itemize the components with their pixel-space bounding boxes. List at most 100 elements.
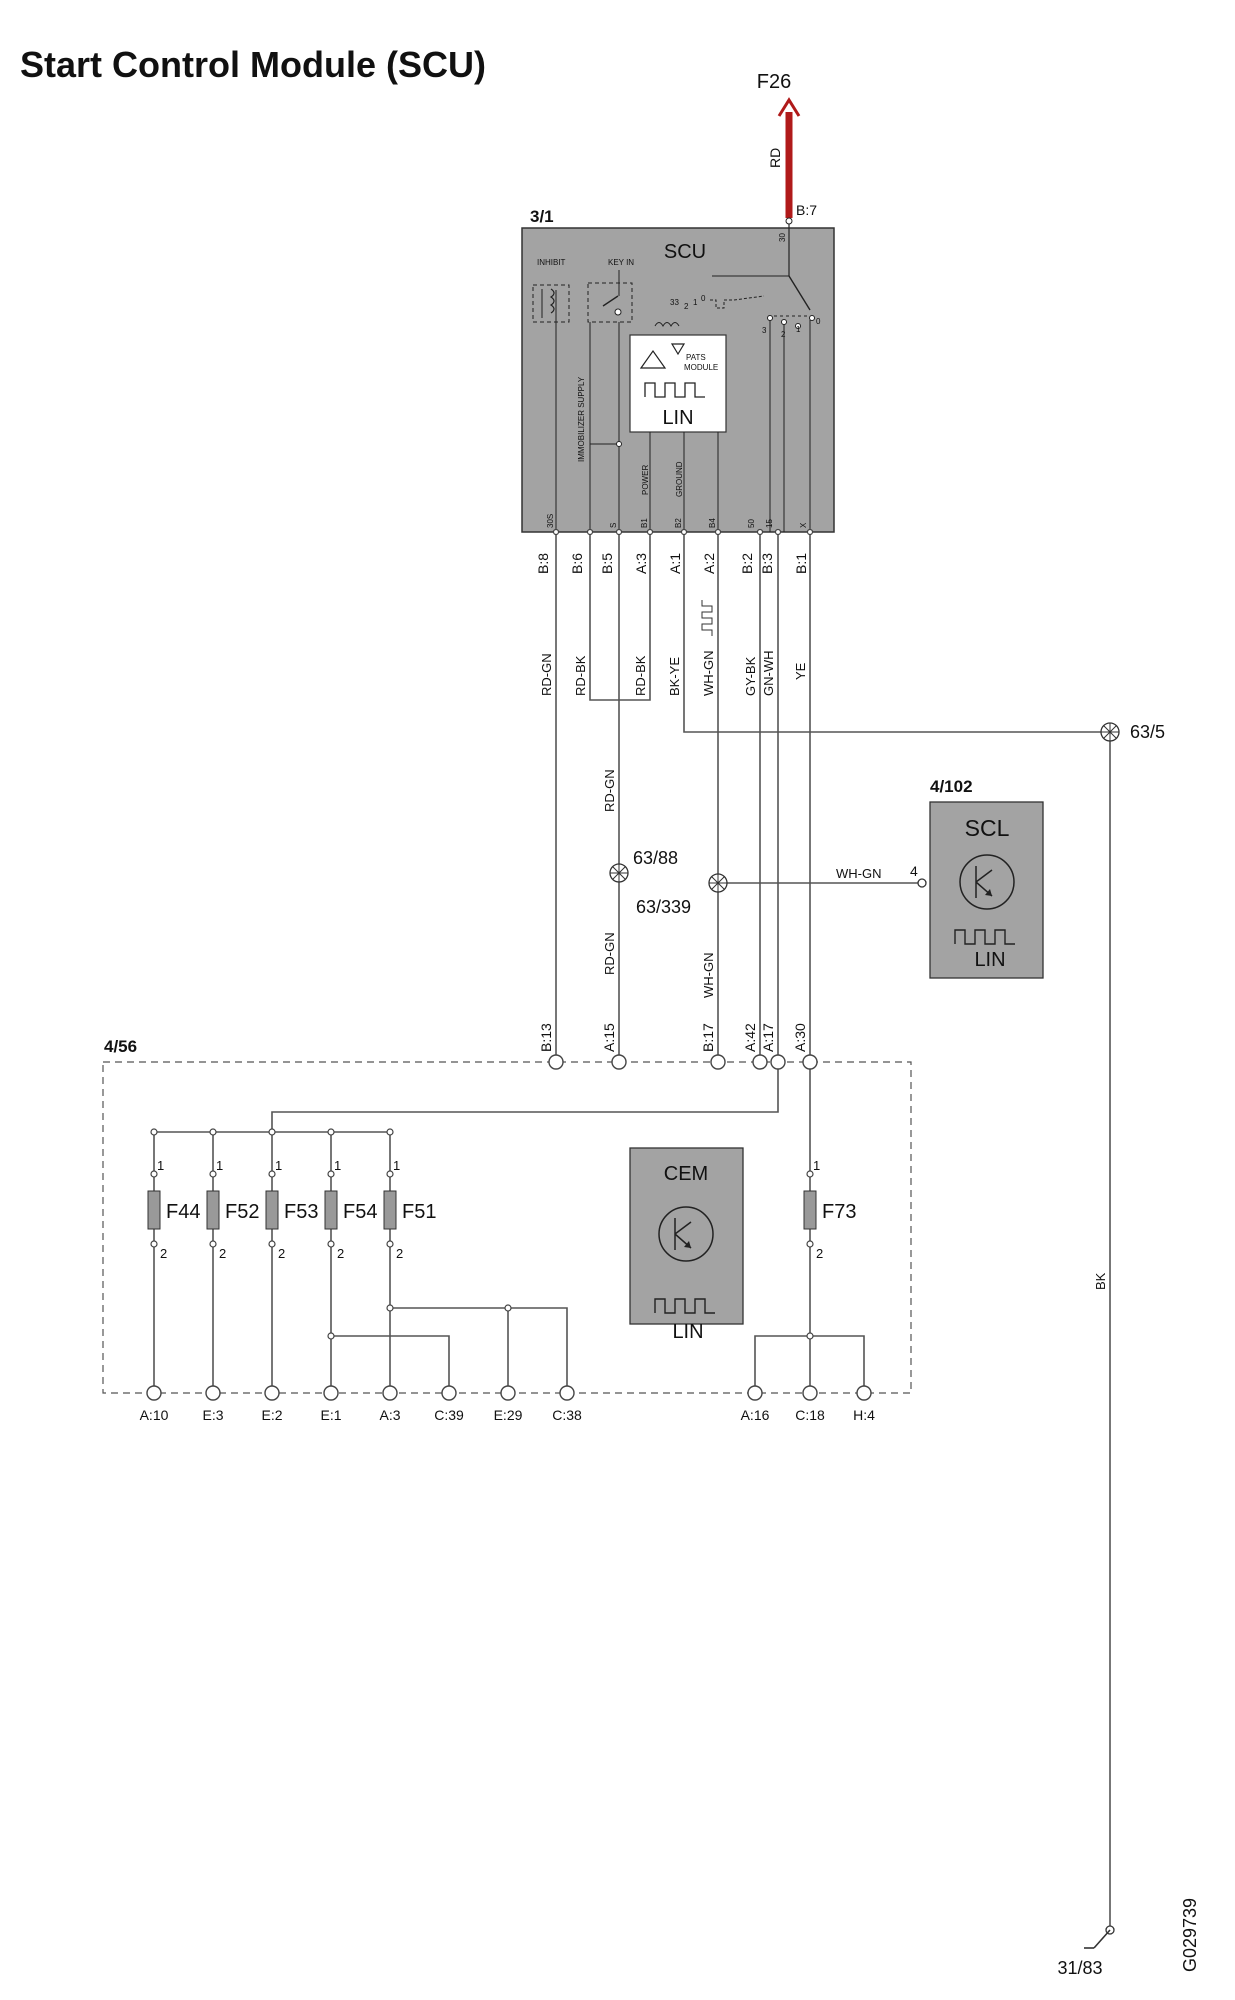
lin-signal-icon xyxy=(701,600,713,636)
svg-text:2: 2 xyxy=(816,1246,823,1261)
triangle-up-icon xyxy=(639,349,667,369)
relay-coil-icon xyxy=(549,288,555,314)
svg-text:C:39: C:39 xyxy=(434,1407,464,1423)
svg-text:A:15: A:15 xyxy=(601,1023,617,1052)
svg-text:F54: F54 xyxy=(343,1201,377,1223)
splice-63-339: 63/339 xyxy=(636,873,728,917)
svg-text:F53: F53 xyxy=(284,1201,318,1223)
svg-text:B:8: B:8 xyxy=(535,553,551,574)
svg-text:30: 30 xyxy=(778,233,787,242)
svg-text:B4: B4 xyxy=(708,518,717,528)
svg-text:1: 1 xyxy=(334,1158,341,1173)
svg-text:0: 0 xyxy=(816,317,821,326)
svg-text:A:17: A:17 xyxy=(760,1023,776,1052)
svg-text:2: 2 xyxy=(396,1246,403,1261)
cem-terminals xyxy=(146,1054,872,1401)
svg-text:A:30: A:30 xyxy=(792,1023,808,1052)
svg-text:B:1: B:1 xyxy=(793,553,809,574)
pats-module-label: MODULE xyxy=(684,363,718,372)
key-in-switch xyxy=(587,282,633,323)
splices: 63/5 63/88 63/339 xyxy=(609,722,1165,917)
svg-text:A:3: A:3 xyxy=(633,553,649,574)
scl-module: 4/102 SCL LIN 4 xyxy=(910,777,1044,979)
svg-text:F52: F52 xyxy=(225,1201,259,1223)
svg-text:E:3: E:3 xyxy=(202,1407,223,1423)
power-switch-icon xyxy=(788,275,811,311)
inhibit-relay xyxy=(532,284,570,323)
power-label: POWER xyxy=(641,465,650,495)
scu-terminals xyxy=(552,528,814,536)
scu-name: SCU xyxy=(664,241,706,263)
svg-text:A:10: A:10 xyxy=(140,1407,169,1423)
triangle-down-icon xyxy=(670,343,686,356)
scl-name: SCL xyxy=(965,815,1010,841)
svg-text:0: 0 xyxy=(701,294,706,303)
svg-text:63/88: 63/88 xyxy=(633,848,678,868)
pats-lin-label: LIN xyxy=(662,407,693,429)
scu-keyin-label: KEY IN xyxy=(608,258,634,267)
lin-signal-icon xyxy=(954,929,1015,945)
transistor-icon xyxy=(959,854,1015,910)
svg-text:1: 1 xyxy=(275,1158,282,1173)
svg-text:B:2: B:2 xyxy=(739,553,755,574)
svg-text:3: 3 xyxy=(762,326,767,335)
f26-wire-color: RD xyxy=(767,148,783,168)
svg-text:C:38: C:38 xyxy=(552,1407,582,1423)
svg-text:50: 50 xyxy=(747,519,756,528)
svg-text:30S: 30S xyxy=(546,514,555,528)
svg-text:YE: YE xyxy=(793,662,808,680)
svg-text:WH-GN: WH-GN xyxy=(701,651,716,697)
scu-inhibit-label: INHIBIT xyxy=(537,258,566,267)
wires xyxy=(555,532,1111,1930)
fuse-f73: F73 1 2 xyxy=(803,1158,856,1261)
svg-text:GY-BK: GY-BK xyxy=(743,656,758,696)
svg-text:63/339: 63/339 xyxy=(636,897,691,917)
scl-lin-label: LIN xyxy=(974,949,1005,971)
svg-text:1: 1 xyxy=(693,298,698,307)
svg-text:RD-BK: RD-BK xyxy=(573,655,588,696)
scu-connector-pins: B:8 B:6 B:5 A:3 A:1 A:2 B:2 B:3 B:1 xyxy=(535,553,809,574)
svg-text:BK-YE: BK-YE xyxy=(667,657,682,696)
scl-wire-label: WH-GN xyxy=(836,866,882,881)
svg-text:B:3: B:3 xyxy=(759,553,775,574)
svg-text:1: 1 xyxy=(157,1158,164,1173)
fuse-f51: F51 1 2 xyxy=(383,1158,436,1261)
svg-text:1: 1 xyxy=(216,1158,223,1173)
svg-text:X: X xyxy=(799,522,808,528)
svg-text:RD-GN: RD-GN xyxy=(602,932,617,975)
svg-text:1: 1 xyxy=(813,1158,820,1173)
page-title: Start Control Module (SCU) xyxy=(20,44,486,85)
cem-lin-label: LIN xyxy=(672,1321,703,1343)
cem-ref: 4/56 xyxy=(104,1037,137,1056)
drawing-code: G029739 xyxy=(1180,1898,1200,1972)
svg-text:A:16: A:16 xyxy=(741,1407,770,1423)
lin-signal-icon xyxy=(644,382,705,398)
svg-text:A:2: A:2 xyxy=(701,553,717,574)
svg-text:2: 2 xyxy=(684,302,689,311)
svg-text:RD-GN: RD-GN xyxy=(602,769,617,812)
switch-icon xyxy=(602,295,619,307)
cem-name: CEM xyxy=(664,1163,708,1185)
fuse-f53: F53 1 2 xyxy=(265,1158,318,1261)
svg-text:A:3: A:3 xyxy=(379,1407,400,1423)
scl-pin: 4 xyxy=(910,863,918,879)
immobilizer-supply-label: IMMOBILIZER SUPPLY xyxy=(577,376,586,462)
svg-text:E:2: E:2 xyxy=(261,1407,282,1423)
scl-ref: 4/102 xyxy=(930,777,973,796)
svg-text:GN-WH: GN-WH xyxy=(761,651,776,697)
svg-text:S: S xyxy=(609,523,618,528)
cem-box xyxy=(629,1147,744,1325)
svg-text:F44: F44 xyxy=(166,1201,200,1223)
transistor-icon xyxy=(658,1206,714,1262)
svg-text:1: 1 xyxy=(393,1158,400,1173)
scu-ref: 3/1 xyxy=(530,207,554,226)
svg-text:RD-GN: RD-GN xyxy=(539,653,554,696)
scu-module: 3/1 SCU INHIBIT KEY IN 33 2 1 0 30 3 2 xyxy=(521,207,835,533)
svg-text:A:42: A:42 xyxy=(742,1023,758,1052)
svg-text:2: 2 xyxy=(219,1246,226,1261)
f26-label: F26 xyxy=(757,71,791,93)
svg-text:B1: B1 xyxy=(640,518,649,528)
svg-text:B:5: B:5 xyxy=(599,553,615,574)
ground-label: GROUND xyxy=(675,461,684,497)
scl-box xyxy=(929,801,1044,979)
